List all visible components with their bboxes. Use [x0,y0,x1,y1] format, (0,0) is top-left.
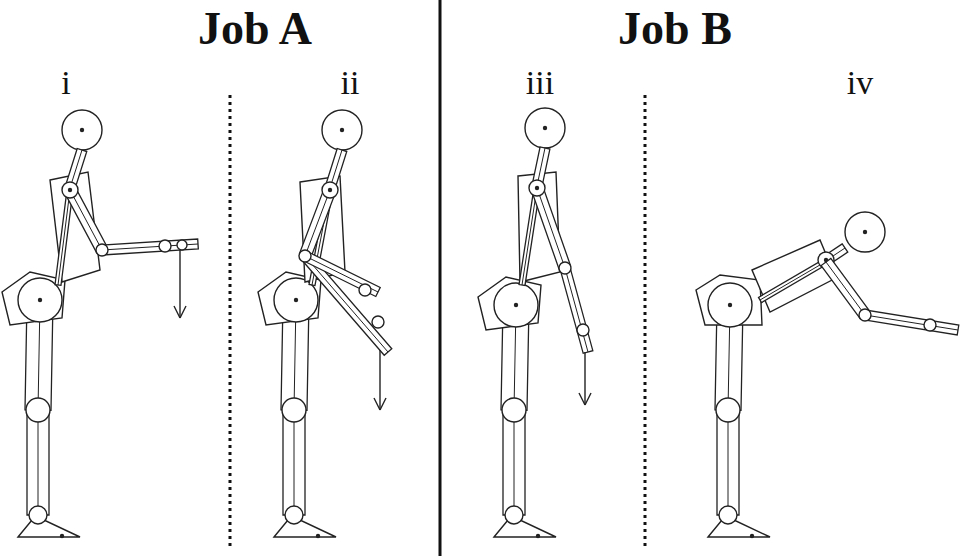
job-heading: Job B [618,6,732,52]
figure-stroke [294,410,295,515]
figure-stroke [29,506,47,524]
figure-stroke [27,410,49,515]
figure-stroke [577,324,589,336]
figure-stroke [716,398,740,422]
figure-stroke [863,230,867,234]
figure-stroke [328,188,332,192]
figure-stroke [372,316,384,328]
figure-stroke [644,95,647,550]
figure-stroke [285,506,303,524]
figure-stroke [719,506,737,524]
figure-stroke [62,110,102,150]
figure-stroke [283,410,305,515]
figure-stroke [584,352,585,405]
figure-stroke [760,262,825,300]
figure-stroke [26,398,50,422]
figure-stroke [758,259,826,302]
figure-stroke [543,126,547,130]
figure-stroke [80,128,84,132]
figure-stroke [303,252,380,297]
figure-stroke [379,350,380,410]
figure-stroke [565,268,588,352]
job-heading: Job A [198,6,312,52]
figure-stroke [70,190,102,250]
figure-stroke [560,267,593,354]
figure-stroke [494,283,538,327]
posture-numeral: i [61,66,70,100]
figure-stroke [728,303,732,307]
figure-stroke [179,250,180,318]
figure-stroke [708,520,770,537]
figure-stroke [503,410,525,515]
figure-stroke [274,520,336,537]
figure-stroke [924,319,936,331]
figure-stroke [305,190,330,256]
figure-stroke [579,393,585,405]
figure-stroke [525,108,565,148]
posture-numeral: iii [526,66,554,100]
figure-stroke [174,306,180,318]
figure-stroke [717,410,739,515]
figure-stroke [826,262,865,315]
figure-stroke [750,534,754,538]
figure-stroke [38,298,42,302]
figure-stroke [322,182,338,198]
figure-stroke [439,0,442,556]
figure-stroke [102,239,199,255]
figure-stroke [536,534,540,538]
figure-stroke [752,240,836,312]
figure-stroke [322,110,362,150]
figure-stroke [316,534,320,538]
figure-stroke [585,393,591,405]
figure-stroke [864,310,959,335]
figure-stroke [18,520,80,537]
figure-stroke [374,398,380,410]
posture-numeral: iv [847,66,873,100]
figure-stroke [514,303,518,307]
figure-stroke [340,128,344,132]
figure-stroke [728,410,729,515]
figure-stroke [514,410,515,515]
figure-stroke [62,182,78,198]
figure-stroke [180,306,186,318]
figure-stroke [529,180,545,196]
figure-stroke [537,188,565,268]
figure-stroke [535,186,539,190]
figure-stroke [38,410,39,515]
figure-stroke [494,520,556,537]
figure-stroke [522,188,537,285]
figure-stroke [58,190,70,285]
figure-stroke [301,253,392,356]
figure-stroke [60,534,64,538]
figure-stroke [559,262,571,274]
figure-stroke [478,277,541,330]
figure-stroke [159,240,171,252]
figure-stroke [845,212,885,252]
posture-numeral: ii [341,66,360,100]
figure-stroke [531,186,570,270]
figure-stroke [68,188,72,192]
figure-stroke [359,284,371,296]
figure-stroke [859,309,871,321]
figure-stroke [282,398,306,422]
figure-stroke [294,298,298,302]
figure-stroke [505,506,523,524]
figure-stroke [177,240,187,250]
figure-stroke [380,398,386,410]
figure-stroke [299,250,311,262]
figure-stroke [502,398,526,422]
figure-stroke [708,283,752,327]
figure-stroke [865,315,958,330]
figure-stroke [229,95,232,550]
figure-stroke [96,244,108,256]
